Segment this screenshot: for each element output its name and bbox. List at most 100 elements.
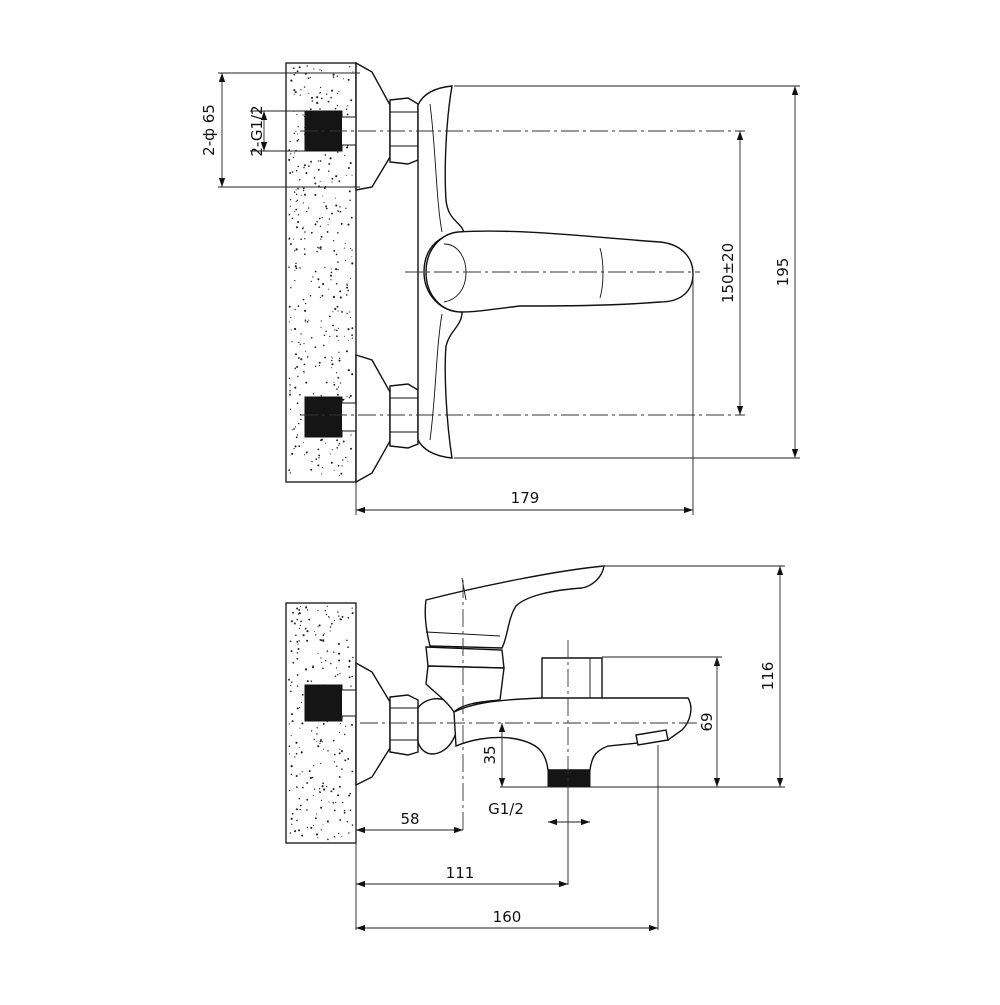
speckle-dot (318, 788, 321, 790)
speckle-dot (306, 609, 309, 611)
speckle-dot (335, 253, 338, 256)
speckle-dot (334, 329, 336, 331)
speckle-dot (336, 439, 339, 442)
speckle-dot (295, 169, 298, 172)
speckle-dot (321, 741, 324, 743)
speckle-dot (294, 211, 296, 213)
speckle-dot (295, 741, 298, 744)
label-height-top: 195 (774, 258, 792, 287)
speckle-dot (290, 153, 292, 155)
speckle-dot (289, 393, 291, 396)
speckle-dot (301, 693, 304, 696)
speckle-dot (290, 773, 293, 776)
speckle-dot (347, 78, 350, 81)
speckle-dot (343, 398, 345, 400)
speckle-dot (351, 607, 353, 609)
speckle-dot (299, 727, 301, 729)
label-spout-height: 69 (698, 712, 716, 731)
speckle-dot (349, 162, 352, 165)
speckle-dot (329, 626, 332, 628)
speckle-dot (333, 469, 335, 471)
speckle-dot (336, 388, 338, 390)
speckle-dot (302, 634, 305, 637)
speckle-dot (338, 357, 341, 359)
speckle-dot (317, 745, 320, 748)
escutcheon-upper (355, 61, 391, 191)
speckle-dot (296, 640, 299, 643)
speckle-dot (292, 238, 294, 240)
speckle-dot (321, 661, 323, 663)
speckle-dot (350, 216, 353, 219)
speckle-dot (318, 217, 321, 220)
speckle-dot (306, 210, 308, 213)
speckle-dot (325, 207, 328, 210)
speckle-dot (298, 706, 301, 709)
speckle-dot (310, 826, 313, 829)
speckle-dot (289, 789, 291, 792)
speckle-dot (339, 206, 341, 208)
speckle-dot (322, 639, 325, 642)
speckle-dot (322, 748, 324, 750)
side-view: 116 69 35 58 G1/2 111 160 (285, 565, 785, 932)
speckle-dot (337, 642, 340, 645)
inlet-thread-lower (304, 396, 343, 438)
speckle-dot (341, 615, 344, 618)
speckle-dot (294, 445, 297, 448)
speckle-dot (312, 393, 315, 395)
top-view: 2-ф 65 2-G1/2 150±20 195 179 (200, 61, 800, 515)
speckle-dot (313, 68, 315, 70)
speckle-dot (320, 238, 322, 240)
speckle-dot (349, 277, 351, 280)
speckle-dot (311, 100, 314, 102)
speckle-dot (339, 819, 342, 821)
label-outlet-offset: 111 (446, 864, 475, 882)
speckle-dot (294, 830, 297, 833)
speckle-dot (295, 200, 297, 203)
speckle-dot (294, 91, 297, 94)
speckle-dot (341, 465, 343, 467)
speckle-dot (301, 722, 304, 725)
speckle-dot (321, 294, 324, 297)
speckle-dot (325, 613, 328, 616)
speckle-dot (337, 611, 339, 613)
speckle-dot (313, 738, 315, 740)
speckle-dot (343, 811, 346, 814)
speckle-dot (296, 365, 299, 368)
speckle-dot (300, 194, 302, 197)
speckle-dot (293, 73, 296, 76)
speckle-dot (299, 808, 301, 811)
speckle-dot (292, 67, 295, 69)
speckle-dot (305, 606, 308, 609)
speckle-dot (297, 648, 300, 650)
speckle-dot (341, 801, 344, 804)
speckle-dot (306, 639, 309, 642)
speckle-dot (327, 750, 329, 752)
speckle-dot (293, 93, 295, 95)
speckle-dot (306, 826, 309, 829)
speckle-dot (326, 605, 329, 607)
speckle-dot (322, 722, 325, 725)
speckle-dot (295, 189, 297, 191)
speckle-dot (335, 175, 338, 178)
speckle-dot (289, 205, 291, 207)
speckle-dot (304, 302, 307, 305)
speckle-dot (320, 829, 322, 831)
speckle-dot (332, 324, 334, 327)
speckle-dot (296, 819, 298, 822)
speckle-dot (288, 305, 291, 308)
speckle-dot (289, 408, 292, 410)
speckle-dot (320, 97, 323, 100)
speckle-dot (296, 199, 299, 202)
speckle-dot (291, 812, 294, 815)
speckle-dot (346, 146, 349, 149)
speckle-dot (351, 770, 354, 773)
speckle-dot (292, 611, 294, 614)
speckle-dot (291, 452, 294, 455)
speckle-dot (341, 835, 343, 837)
speckle-dot (288, 377, 291, 380)
speckle-dot (296, 652, 299, 654)
speckle-dot (303, 248, 306, 250)
speckle-dot (310, 280, 313, 283)
speckle-dot (303, 372, 305, 374)
